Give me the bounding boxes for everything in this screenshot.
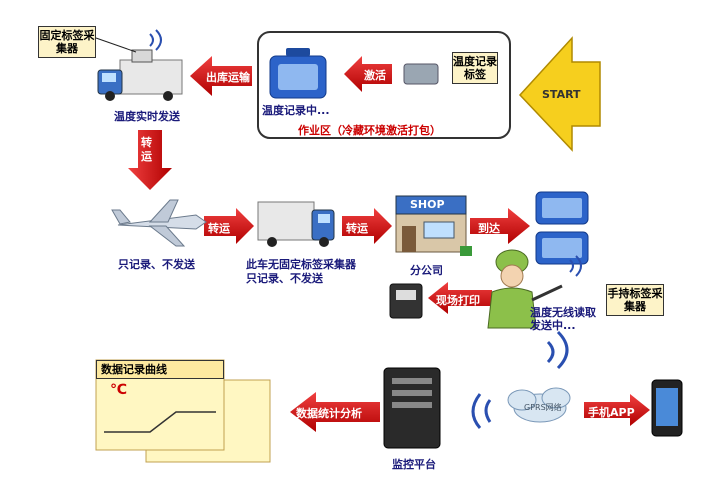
transfer-label-1: 转运: [141, 136, 152, 163]
gprs-cloud-icon: [507, 387, 571, 423]
activate-label: 激活: [364, 69, 386, 82]
truck-icon-middle: [257, 201, 335, 247]
plane-record-label: 只记录、不发送: [118, 258, 195, 271]
handheld-collector-label: 手持标签采集器: [606, 284, 664, 316]
transfer-down-arrow: [128, 130, 172, 190]
fixed-collector-device: [131, 49, 153, 63]
phone-icon: [651, 379, 683, 437]
start-arrow: [518, 36, 601, 152]
out-transport-arrow: [190, 56, 252, 96]
wireless-read-label: 温度无线读取发送中...: [530, 306, 596, 332]
print-arrow: [428, 282, 492, 314]
app-arrow: [584, 394, 650, 426]
truck-record-label: 只记录、不发送: [246, 272, 323, 285]
fixed-collector-label: 固定标签采集器: [38, 26, 96, 58]
airplane-icon: [111, 199, 207, 247]
transfer-arrow-2: [204, 208, 254, 244]
truck-no-collector-label: 此车无固定标签采集器: [246, 258, 356, 271]
data-curve-title: 数据记录曲线: [96, 360, 224, 379]
arrive-label: 到达: [478, 222, 500, 235]
recording-label-1: 温度记录中...: [262, 104, 330, 117]
transfer-label-2: 转运: [208, 222, 230, 235]
wifi-icon-server: [471, 393, 492, 429]
worker-icon: [487, 249, 563, 329]
out-transport-label: 出库运输: [206, 71, 250, 84]
temp-tag-device: [403, 63, 439, 85]
onsite-print-label: 现场打印: [436, 294, 480, 307]
work-zone-label: 作业区（冷藏环境激活打包）: [298, 124, 441, 137]
wifi-icon-handheld: [569, 255, 582, 277]
gprs-label: GPRS网络: [524, 403, 562, 412]
cold-box-icon-3: [535, 231, 589, 265]
celsius-label: ℃: [110, 382, 127, 398]
branch-label: 分公司: [410, 264, 443, 277]
stats-arrow: [290, 392, 380, 432]
wifi-icon-top: [149, 29, 162, 51]
shop-sign: SHOP: [410, 198, 445, 211]
server-icon: [383, 367, 441, 449]
activate-arrow: [344, 56, 392, 92]
temp-tag-label: 温度记录标签: [452, 52, 498, 84]
wifi-icon-gprs: [546, 330, 569, 370]
transfer-arrow-3: [342, 208, 392, 244]
cold-box-icon-2: [535, 191, 589, 225]
transfer-label-3: 转运: [346, 222, 368, 235]
stats-analysis-label: 数据统计分析: [296, 407, 362, 420]
start-label: START: [542, 88, 581, 101]
mobile-app-label: 手机APP: [588, 406, 635, 419]
truck-icon-top: [97, 59, 183, 101]
cold-box-icon-1: [269, 48, 327, 99]
realtime-send-label: 温度实时发送: [114, 110, 180, 123]
printer-icon: [389, 283, 423, 319]
arrive-arrow: [470, 208, 530, 244]
shop-icon: [395, 195, 472, 256]
monitor-platform-label: 监控平台: [392, 458, 436, 471]
